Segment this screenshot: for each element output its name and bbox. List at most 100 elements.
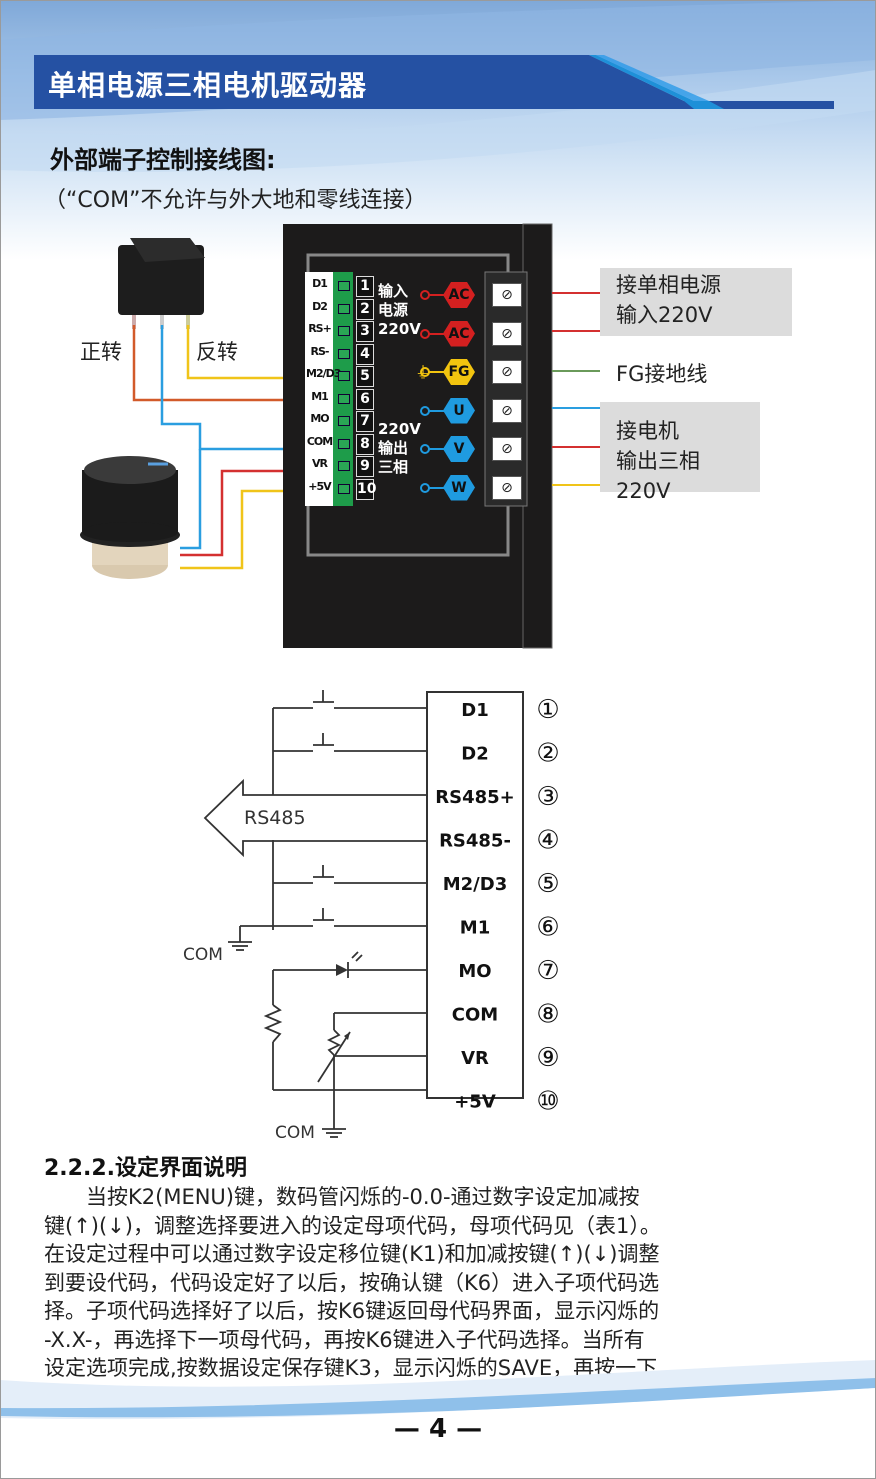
wire-stub — [429, 409, 445, 412]
wire-stub — [429, 371, 445, 373]
screw-terminal-icon: ⊘ — [492, 475, 522, 500]
power-terminal-row: AC ⊘ — [415, 319, 535, 349]
pin-number: ① — [536, 695, 559, 725]
power-terminal-row: AC ⊘ — [415, 280, 535, 310]
terminal-row: MO 7 — [305, 411, 375, 432]
com-ground-label: COM — [275, 1123, 315, 1143]
section-heading: 外部端子控制接线图: — [50, 146, 276, 174]
pin-number: ⑨ — [536, 1043, 559, 1073]
terminal-label: D1 — [312, 277, 328, 290]
screw-terminal-icon: ⊘ — [492, 398, 522, 423]
settings-heading: 2.2.2.设定界面说明 — [44, 1156, 247, 1181]
callout-motor-output: 接电机 输出三相220V — [600, 402, 760, 503]
pin-number: ④ — [536, 826, 559, 856]
screw-terminal-icon: ⊘ — [492, 321, 522, 346]
terminal-socket-icon — [338, 371, 350, 381]
pin-number: ⑩ — [536, 1087, 559, 1117]
paragraph-line: 设定选项完成,按数据设定保存键K3，显示闪烁的SAVE，再按一下 — [44, 1356, 658, 1380]
terminal-badge-v: V — [443, 436, 475, 462]
terminal-row: +5V 10 — [305, 478, 376, 500]
terminal-number: 9 — [356, 456, 374, 477]
terminal-label: +5V — [308, 479, 331, 493]
terminal-socket-icon — [338, 438, 350, 449]
pin-label: RS485+ — [435, 787, 514, 808]
terminal-number: 4 — [356, 343, 374, 365]
terminal-badge-ac: AC — [443, 320, 475, 347]
footer-wave-decoration — [0, 1360, 876, 1479]
terminal-row: M2/D3 5 — [305, 366, 375, 387]
pin-number: ③ — [536, 782, 559, 812]
terminal-row: RS- 4 — [305, 343, 375, 365]
pin-label: COM — [452, 1005, 498, 1026]
paragraph-line: 键(↑)(↓)，调整选择要进入的设定母项代码，母项代码见（表1）。 — [44, 1213, 661, 1238]
terminal-number: 8 — [356, 433, 374, 455]
terminal-socket-icon — [338, 393, 350, 404]
pin-label: RS485- — [439, 831, 511, 852]
terminal-number: 3 — [356, 321, 374, 342]
connector-box — [426, 691, 524, 1099]
terminal-socket-icon — [338, 281, 350, 291]
pin-label: VR — [461, 1048, 489, 1069]
output-phase-label: 220V 输出 三相 — [378, 420, 421, 476]
pin-number: ⑦ — [536, 956, 559, 986]
power-terminal-row: FG ⊘ — [415, 357, 535, 387]
pin-label: MO — [458, 961, 491, 982]
terminal-number: 1 — [356, 276, 374, 297]
paragraph-line: 到要设代码，代码设定好了以后，按确认键（K6）进入子项代码选 — [44, 1270, 660, 1295]
pin-number: ⑧ — [536, 1000, 559, 1030]
terminal-number: 10 — [356, 478, 376, 500]
power-terminal-row: W⊘ — [415, 473, 535, 503]
input-power-label: 输入 电源 220V — [378, 282, 421, 338]
wire-stub — [429, 332, 445, 335]
callout-power-input: 接单相电源 输入220V — [600, 268, 792, 336]
title-banner — [34, 55, 834, 109]
pin-number: ② — [536, 739, 559, 769]
power-terminal-row: V⊘ — [415, 434, 535, 464]
driver-device — [283, 223, 553, 649]
rs485-label: RS485 — [244, 807, 306, 829]
terminal-label: D2 — [312, 299, 328, 313]
terminal-badge-fg: FG — [443, 359, 475, 385]
terminal-number: 2 — [356, 298, 374, 320]
terminal-label: RS- — [310, 344, 330, 358]
page-number: — 4 — — [393, 1414, 483, 1444]
pin-label: D2 — [461, 744, 488, 765]
terminal-badge-u: U — [443, 397, 475, 424]
screw-terminal-icon: ⊘ — [492, 283, 522, 307]
pin-label: D1 — [461, 700, 488, 721]
wire-stub — [429, 448, 445, 450]
paragraph-line: 择。子项代码选择好了以后，按K6键返回母代码界面，显示闪烁的 — [44, 1299, 660, 1323]
wiring-diagram: 正转 反转 — [80, 223, 600, 649]
terminal-socket-icon — [338, 483, 350, 494]
terminal-number: 6 — [356, 388, 374, 410]
paragraph-line: 当按K2(MENU)键，数码管闪烁的-0.0-通过数字设定加减按 — [44, 1185, 640, 1209]
screw-terminal-icon: ⊘ — [492, 437, 522, 461]
com-warning-note: （“COM”不允许与外大地和零线连接） — [44, 188, 427, 213]
terminal-socket-icon — [338, 416, 350, 426]
page-title: 单相电源三相电机驱动器 — [48, 69, 368, 102]
pin-number: ⑤ — [536, 869, 559, 899]
callout-ground: FG接地线 — [616, 362, 708, 386]
terminal-label: MO — [310, 412, 329, 425]
terminal-number: 7 — [356, 411, 374, 432]
rocker-switch-icon — [118, 238, 205, 329]
terminal-socket-icon — [338, 461, 350, 471]
terminal-badge-w: W — [443, 474, 475, 501]
pin-number: ⑥ — [536, 913, 559, 943]
terminal-label: M2/D3 — [306, 367, 341, 380]
screw-terminal-icon: ⊘ — [492, 360, 522, 384]
paragraph-line: -X.X-，再选择下一项母代码，再按K6键进入子代码选择。当所有 — [44, 1327, 645, 1352]
terminal-row: D2 2 — [305, 298, 375, 320]
potentiometer-icon — [80, 456, 180, 579]
settings-paragraph: 当按K2(MENU)键，数码管闪烁的-0.0-通过数字设定加减按键(↑)(↓)，… — [44, 1183, 824, 1383]
terminal-badge-ac: AC — [443, 282, 475, 308]
terminal-number: 5 — [356, 366, 374, 387]
terminal-row: RS+3 — [305, 321, 375, 342]
schematic-diagram: RS485 COM COM D1 ① D2 ② RS485+ ③ RS485- ④ M2/D3 ⑤… — [183, 690, 560, 1143]
terminal-row: D1 1 — [305, 276, 375, 297]
terminal-socket-icon — [338, 326, 350, 336]
pin-label: M2/D3 — [443, 874, 507, 895]
